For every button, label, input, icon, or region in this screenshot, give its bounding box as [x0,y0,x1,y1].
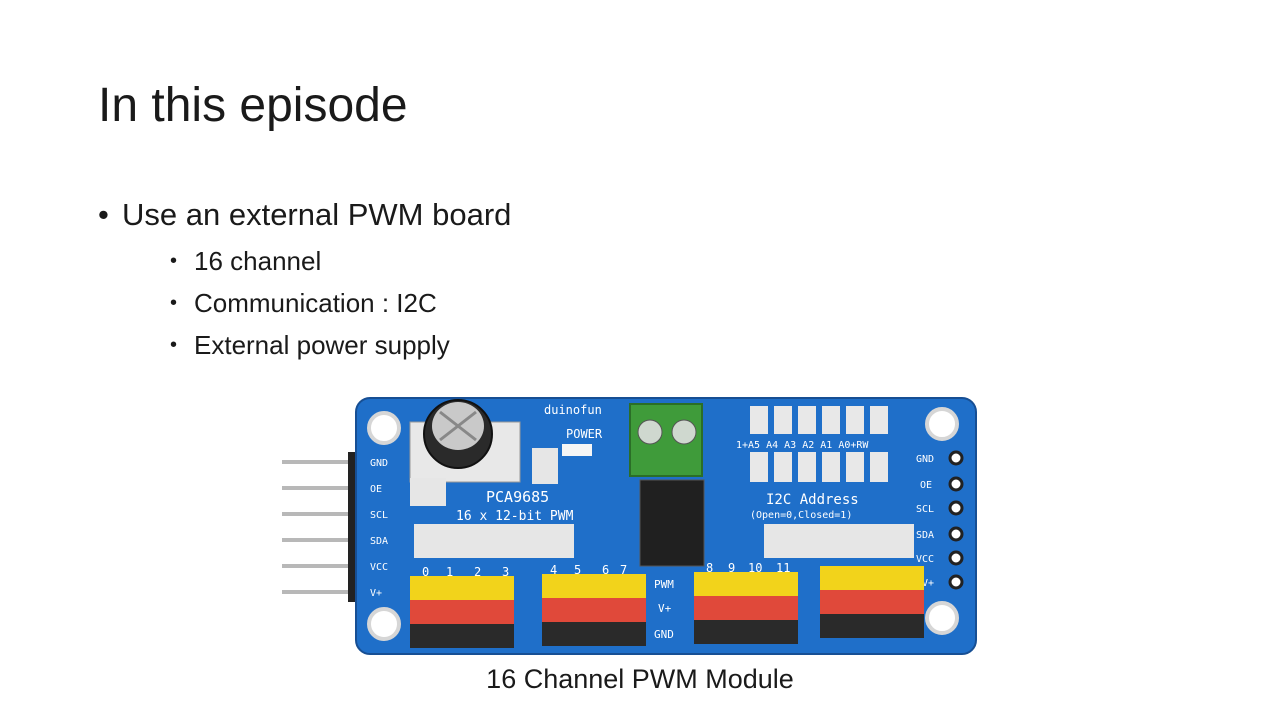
svg-text:5: 5 [574,563,581,577]
sub-bullet-item: External power supply [170,324,511,366]
mount-hole [367,411,401,445]
capacitor [409,399,521,483]
svg-text:7: 7 [620,563,627,577]
svg-text:PWM: PWM [654,578,674,591]
svg-text:0: 0 [422,565,429,579]
mount-hole [925,601,959,635]
svg-text:3: 3 [502,565,509,579]
resistor-array-left [414,524,574,558]
svg-text:GND: GND [654,628,674,641]
left-pin-labels: GND OE SCL SDA VCC V+ [370,458,388,599]
mount-hole [367,607,401,641]
header-group-a [410,576,514,648]
svg-text:6: 6 [602,563,609,577]
smd-component [410,478,446,506]
svg-text:GND: GND [916,454,934,465]
brand-label: duinofun [544,403,602,417]
mount-hole [925,407,959,441]
svg-text:V+: V+ [922,578,934,589]
address-jumpers [750,406,888,482]
svg-text:OE: OE [370,484,382,495]
address-bits-label: 1+A5 A4 A3 A2 A1 A0+RW [736,440,869,451]
bullet-list: Use an external PWM board 16 channel Com… [98,196,511,366]
chip-label: PCA9685 [486,488,549,506]
power-label: POWER [566,427,603,441]
svg-text:1: 1 [446,565,453,579]
sub-bullet-list: 16 channel Communication : I2C External … [122,240,511,366]
svg-text:SDA: SDA [916,530,934,541]
sub-bullet-item: 16 channel [170,240,511,282]
sub-bullet-item: Communication : I2C [170,282,511,324]
bullet-item: Use an external PWM board 16 channel Com… [98,196,511,366]
svg-text:SDA: SDA [370,536,388,547]
row-labels: PWM V+ GND [654,578,674,641]
bullet-text: Use an external PWM board [122,197,512,232]
svg-text:4: 4 [550,563,557,577]
figure-caption: 16 Channel PWM Module [486,664,794,694]
svg-text:SCL: SCL [916,504,934,515]
pwm-board-photo: duinofun POWER PCA9685 16 x 12-bit PWM I… [282,397,977,655]
i2c-address-title: I2C Address [766,492,859,508]
svg-text:11: 11 [776,561,790,575]
header-group-d [820,566,924,638]
channel-labels: 0 1 2 3 4 5 6 7 8 9 10 11 [422,561,790,579]
svg-text:OE: OE [920,480,932,491]
svg-text:V+: V+ [658,602,672,615]
svg-text:8: 8 [706,561,713,575]
svg-text:VCC: VCC [916,554,934,565]
header-group-c [694,572,798,644]
svg-text:VCC: VCC [370,562,388,573]
svg-text:SCL: SCL [370,510,388,521]
power-led [562,444,592,456]
svg-text:10: 10 [748,561,762,575]
svg-text:V+: V+ [370,588,382,599]
right-pin-labels: GND OE SCL SDA VCC V+ [916,450,964,590]
header-group-b [542,574,646,646]
smd-component [532,448,558,484]
slide-title: In this episode [98,79,408,132]
pca9685-chip [639,479,705,567]
svg-text:2: 2 [474,565,481,579]
power-terminal [629,403,703,477]
resistor-array-right [764,524,914,558]
resolution-label: 16 x 12-bit PWM [456,509,574,524]
svg-text:9: 9 [728,561,735,575]
i2c-address-hint: (Open=0,Closed=1) [750,510,852,521]
svg-text:GND: GND [370,458,388,469]
